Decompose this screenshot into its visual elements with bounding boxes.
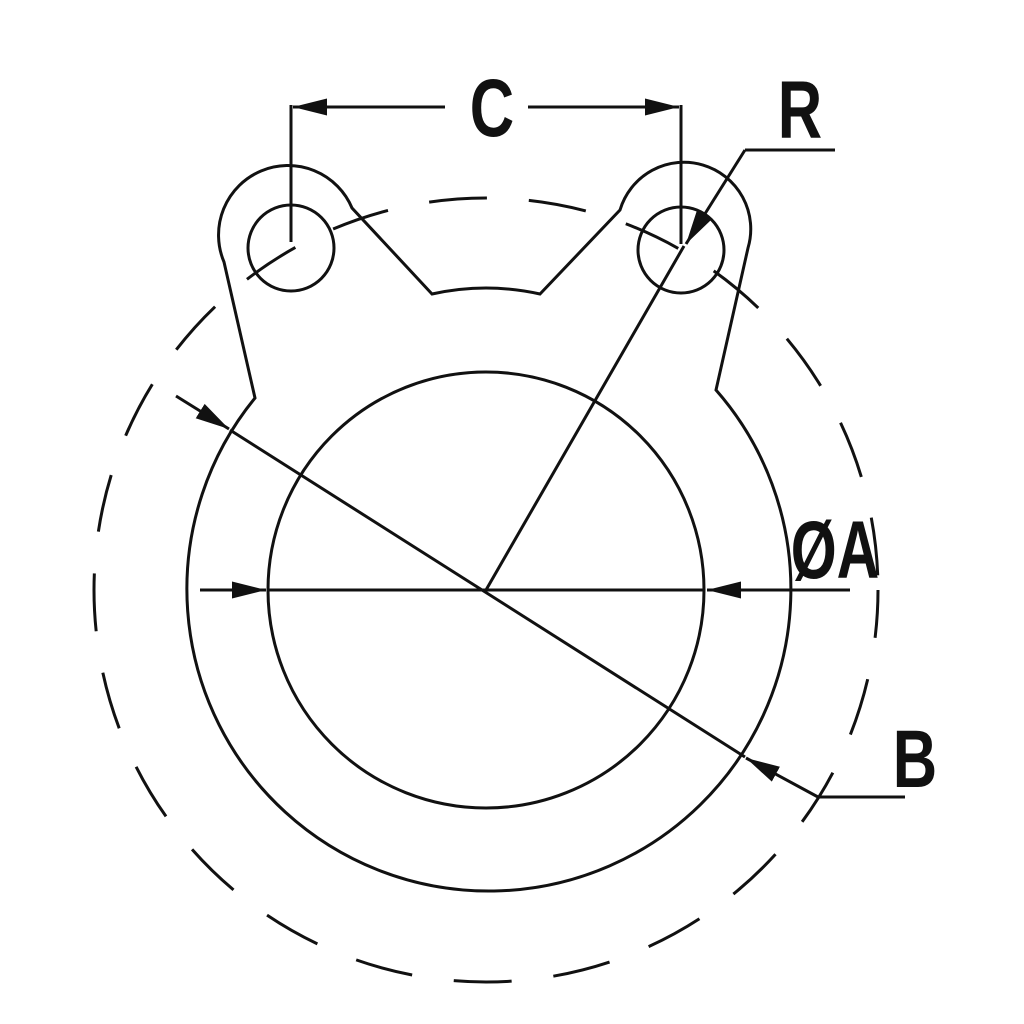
flange-outline <box>185 160 793 893</box>
b-arrow-upper <box>175 394 230 431</box>
bolt-circle-dashed <box>92 196 880 984</box>
label-r: R <box>778 64 822 156</box>
label-a: ØA <box>791 505 880 597</box>
b-dimension-line <box>229 428 746 759</box>
r-leader-arrow <box>684 149 747 245</box>
r-leader <box>484 245 686 591</box>
b-arrow-lower <box>745 756 819 799</box>
label-c: C <box>470 62 514 154</box>
label-b: B <box>893 713 937 805</box>
